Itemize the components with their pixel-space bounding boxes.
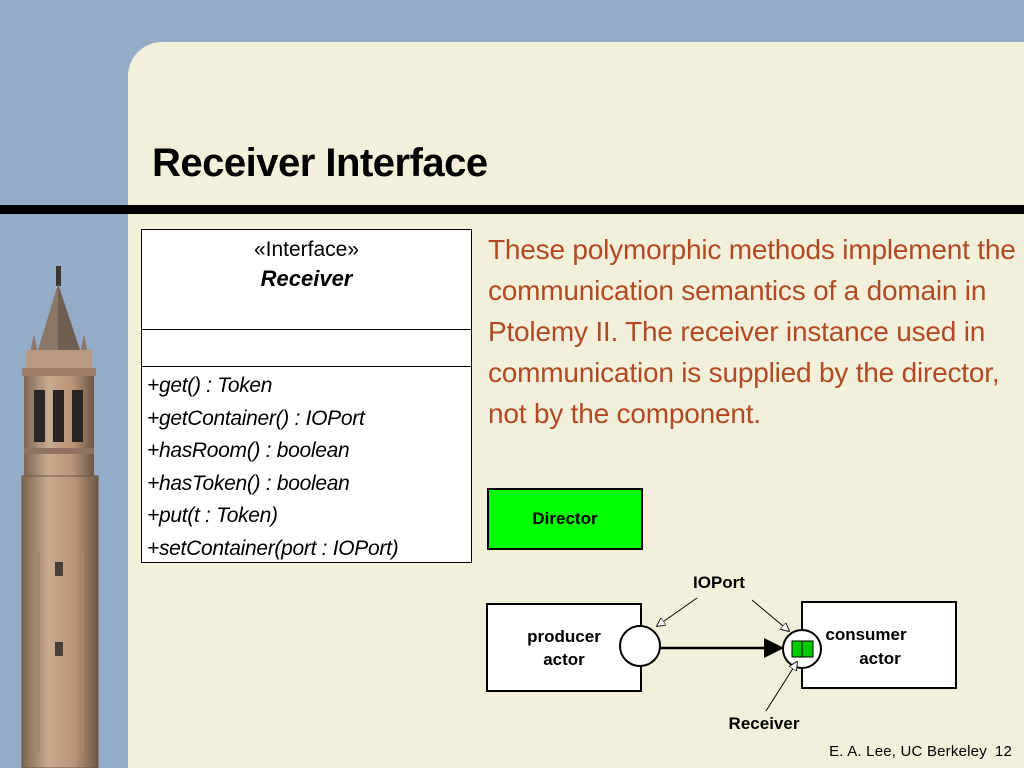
uml-operation: +hasRoom() : boolean bbox=[147, 439, 350, 462]
uml-header: «Interface» Receiver bbox=[142, 230, 471, 330]
uml-operation: +get() : Token bbox=[147, 374, 273, 397]
slide-footer: E. A. Lee, UC Berkeley 12 bbox=[829, 743, 1012, 760]
title-rule bbox=[0, 205, 1024, 214]
uml-operations-section: +get() : Token +getContainer() : IOPort … bbox=[142, 367, 471, 565]
uml-operation: +getContainer() : IOPort bbox=[147, 406, 365, 430]
uml-operation: +hasToken() : boolean bbox=[147, 471, 350, 495]
page-number: 12 bbox=[994, 743, 1012, 760]
uml-operation: +put(t : Token) bbox=[147, 504, 278, 527]
uml-class-name: Receiver bbox=[260, 266, 353, 291]
uml-interface-box: «Interface» Receiver +get() : Token +get… bbox=[141, 229, 472, 563]
campanile-tower-image bbox=[21, 266, 99, 768]
description-text: These polymorphic methods implement the … bbox=[488, 234, 1016, 429]
uml-operation: +setContainer(port : IOPort) bbox=[147, 536, 399, 560]
uml-attributes-section bbox=[142, 330, 471, 367]
slide-title: Receiver Interface bbox=[152, 141, 488, 185]
uml-stereotype: «Interface» bbox=[253, 238, 360, 261]
footer-author: E. A. Lee, UC Berkeley bbox=[829, 743, 987, 760]
